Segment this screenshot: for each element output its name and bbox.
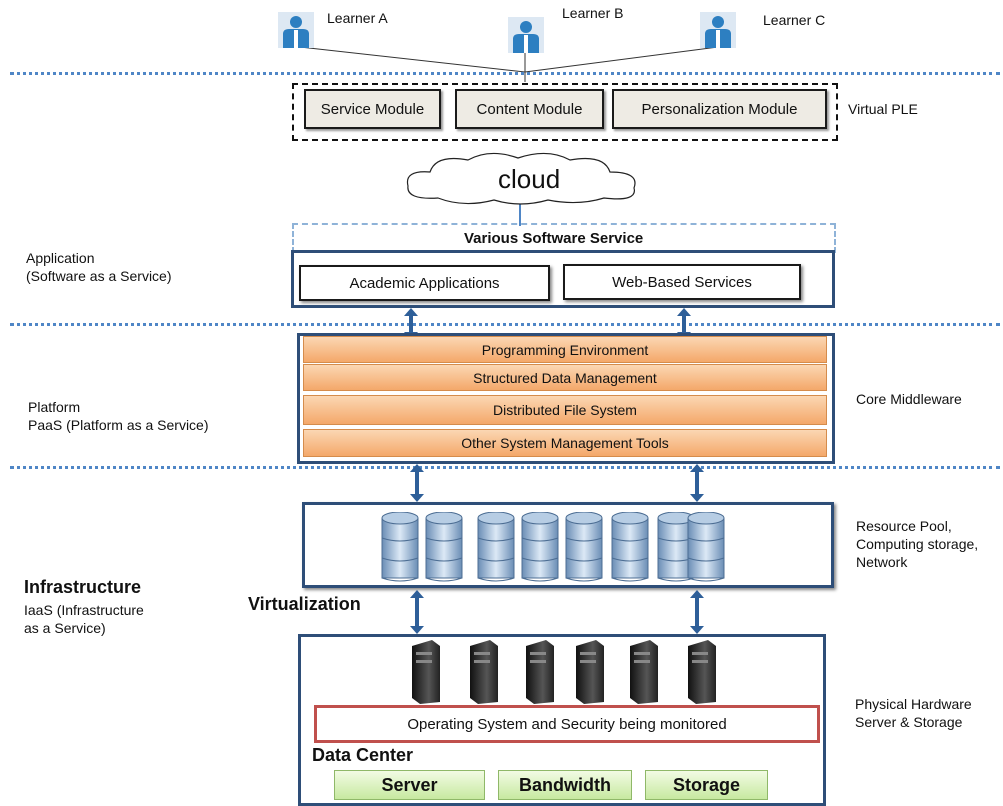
- server-icon: [526, 640, 554, 704]
- resource-pool-line-1: Resource Pool,: [856, 518, 952, 534]
- person-icon: [700, 12, 736, 48]
- platform-subtitle: PaaS (Platform as a Service): [28, 417, 209, 433]
- database-icon: [477, 512, 515, 582]
- application-subtitle: (Software as a Service): [26, 268, 172, 284]
- double-arrow-icon: [410, 590, 424, 634]
- server-icon: [576, 640, 604, 704]
- double-arrow-icon: [410, 464, 424, 502]
- physical-hardware-line-2: Server & Storage: [855, 714, 963, 730]
- server-icon: [412, 640, 440, 704]
- resource-pool-line-3: Network: [856, 554, 908, 570]
- database-cluster: [381, 512, 725, 582]
- database-icon: [565, 512, 603, 582]
- infrastructure-subtitle-2: as a Service): [24, 620, 106, 636]
- application-title: Application: [26, 250, 95, 266]
- virtual-ple-label: Virtual PLE: [848, 101, 918, 117]
- learner-c-label: Learner C: [763, 12, 826, 28]
- person-icon: [278, 12, 314, 48]
- layer-separator: [10, 72, 1000, 75]
- academic-applications: Academic Applications: [299, 265, 550, 301]
- application-side-label: Application (Software as a Service): [26, 249, 172, 285]
- database-icon: [381, 512, 419, 582]
- double-arrow-icon: [677, 308, 691, 340]
- layer-separator: [10, 466, 1000, 469]
- double-arrow-icon: [690, 590, 704, 634]
- double-arrow-icon: [404, 308, 418, 340]
- database-icon: [611, 512, 649, 582]
- learner-b-label: Learner B: [562, 5, 624, 21]
- resource-pool-container: [302, 502, 834, 588]
- distributed-file-system: Distributed File System: [303, 395, 827, 425]
- paas-container: [297, 333, 835, 464]
- programming-environment: Programming Environment: [303, 336, 827, 363]
- other-system-management-tools: Other System Management Tools: [303, 429, 827, 457]
- physical-hardware-line-1: Physical Hardware: [855, 696, 972, 712]
- server-rack-row: [412, 640, 716, 704]
- core-middleware-label: Core Middleware: [856, 391, 962, 407]
- double-arrow-icon: [690, 464, 704, 502]
- cloud-icon: [406, 152, 636, 205]
- platform-title: Platform: [28, 399, 81, 415]
- data-center-container: [298, 634, 826, 806]
- database-icon: [687, 512, 725, 582]
- saas-container: [291, 250, 835, 308]
- server-icon: [688, 640, 716, 704]
- layer-separator: [10, 323, 1000, 326]
- platform-side-label: Platform PaaS (Platform as a Service): [28, 398, 209, 434]
- structured-data-management: Structured Data Management: [303, 364, 827, 391]
- database-icon: [425, 512, 463, 582]
- resource-pool-line-2: Computing storage,: [856, 536, 979, 552]
- service-module: Service Module: [304, 89, 441, 129]
- infrastructure-subtitle-1: IaaS (Infrastructure: [24, 602, 144, 618]
- database-icon: [521, 512, 559, 582]
- resource-pool-label: Resource Pool, Computing storage, Networ…: [856, 517, 978, 571]
- learner-a-label: Learner A: [327, 10, 388, 26]
- web-based-services: Web-Based Services: [563, 264, 801, 300]
- software-service-banner: Various Software Service: [464, 230, 644, 247]
- server-resource: Server: [334, 770, 485, 800]
- bandwidth-resource: Bandwidth: [498, 770, 632, 800]
- personalization-module: Personalization Module: [612, 89, 827, 129]
- os-security-box: Operating System and Security being moni…: [314, 705, 820, 743]
- line-learner-c: [524, 46, 719, 73]
- storage-resource: Storage: [645, 770, 768, 800]
- infrastructure-title: Infrastructure: [24, 577, 142, 597]
- person-icon: [508, 17, 544, 53]
- line-learner-a: [299, 46, 526, 73]
- infrastructure-subtitle: IaaS (Infrastructure as a Service): [24, 601, 144, 637]
- server-icon: [630, 640, 658, 704]
- cloud-label: cloud: [498, 164, 561, 194]
- virtual-ple-box: [292, 83, 838, 141]
- server-icon: [470, 640, 498, 704]
- physical-hardware-label: Physical Hardware Server & Storage: [855, 695, 972, 731]
- virtualization-label: Virtualization: [248, 594, 361, 614]
- data-center-label: Data Center: [312, 745, 414, 765]
- content-module: Content Module: [455, 89, 604, 129]
